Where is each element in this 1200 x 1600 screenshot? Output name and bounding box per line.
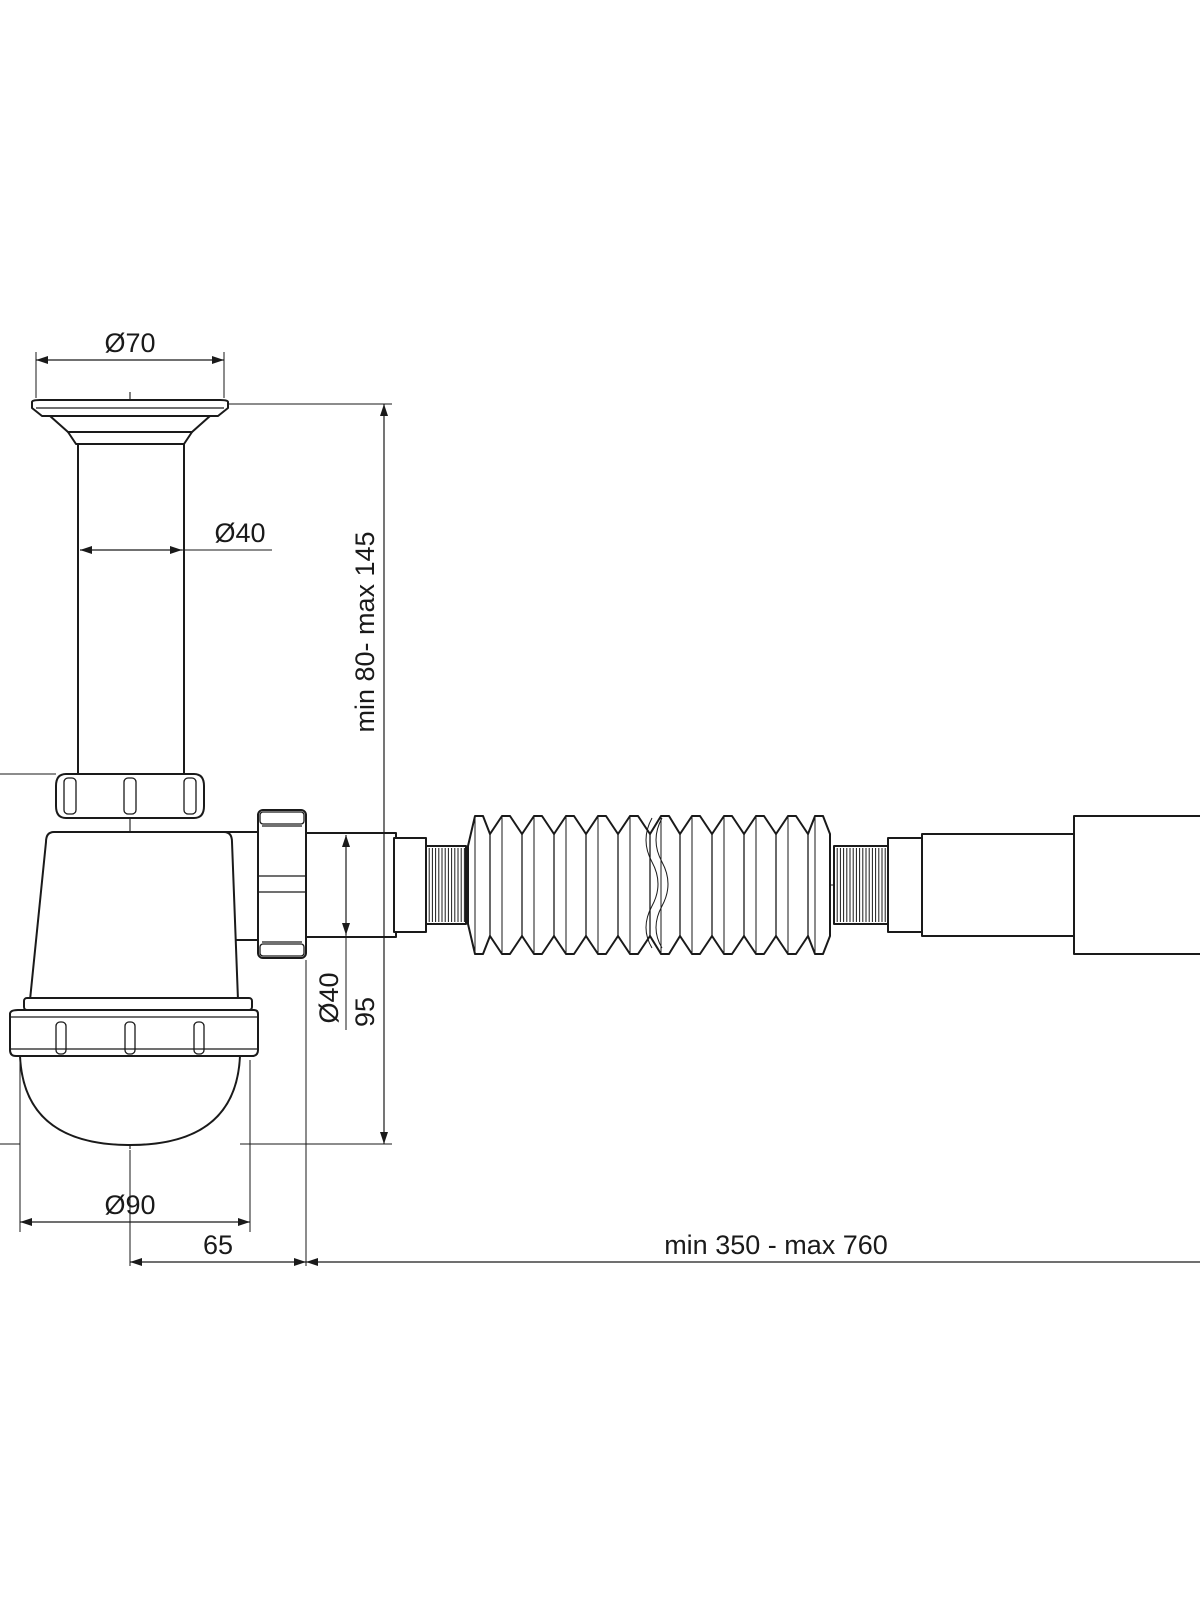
strainer-plate [31, 399, 229, 445]
dimension-length-range: min 350 - max 760 [306, 1230, 1200, 1266]
dimension-pipe-diameter: Ø40 [80, 518, 272, 554]
dimension-outlet-height: 95 [350, 997, 380, 1027]
upper-nut [55, 773, 205, 819]
outlet-stub [305, 832, 397, 938]
bottom-cup-nut [9, 1009, 259, 1057]
height-range-label: min 80- max 145 [350, 531, 380, 732]
outlet-height-label: 95 [350, 997, 380, 1027]
dimension-outlet-diameter: Ø40 [314, 835, 350, 1030]
siphon-body [23, 831, 263, 1011]
outlet-nut [257, 809, 307, 959]
bottom-cup [19, 1055, 241, 1146]
dimension-height-range: min 80- max 145 [228, 403, 392, 1145]
bellows [467, 815, 831, 955]
center-axes [129, 392, 1200, 1150]
length-range-label: min 350 - max 760 [664, 1230, 888, 1260]
vertical-tube [77, 443, 185, 775]
dimension-top-diameter: Ø70 [35, 328, 225, 398]
offset-label: 65 [203, 1230, 233, 1260]
outlet-diameter-label: Ø40 [314, 972, 344, 1023]
fine-ribs-left [428, 848, 465, 922]
fine-ribs-right [836, 848, 886, 922]
top-diameter-label: Ø70 [104, 328, 155, 358]
pipe-diameter-label: Ø40 [214, 518, 265, 548]
bellows-folds [474, 816, 816, 954]
dimension-offset: 65 [129, 960, 307, 1266]
flexible-hose [393, 815, 1200, 955]
